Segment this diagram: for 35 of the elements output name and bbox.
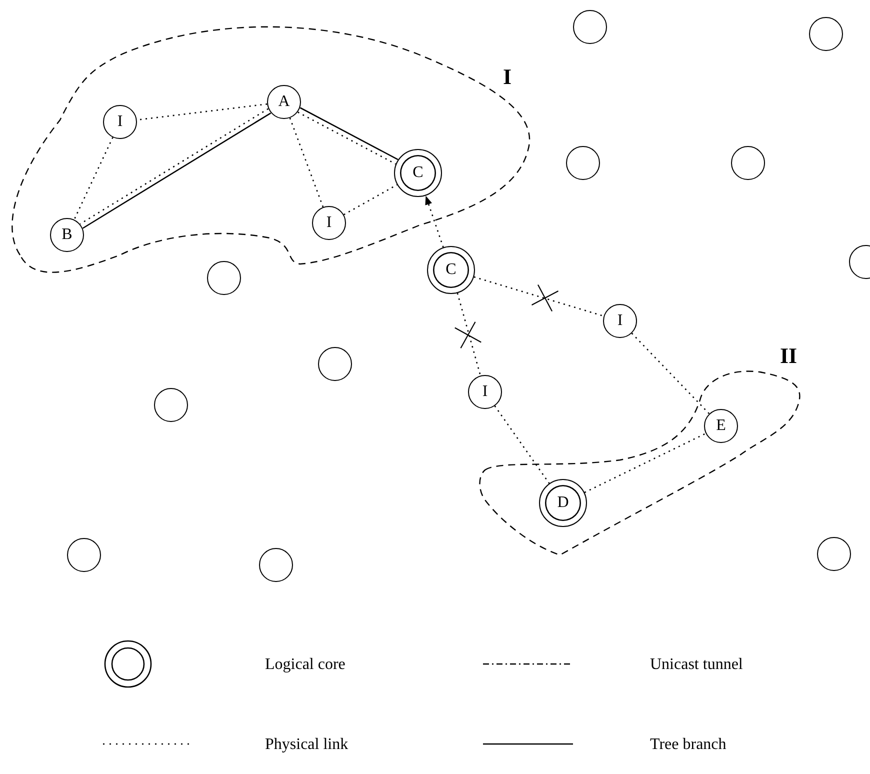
connector-line [289, 118, 324, 208]
connector-line [456, 292, 482, 376]
node-circle [573, 10, 607, 44]
node-circle [259, 548, 293, 582]
node-circle [817, 537, 851, 571]
core-node-circle: D [539, 479, 587, 527]
connector-line [74, 137, 114, 220]
node-circle: I [103, 105, 137, 139]
legend-text: Unicast tunnel [650, 656, 743, 674]
connector-line [494, 406, 550, 484]
node-circle: A [267, 85, 301, 119]
legend-text: Logical core [265, 656, 346, 674]
legend-text: Physical link [265, 736, 348, 754]
node-circle [318, 347, 352, 381]
node-circle [731, 146, 765, 180]
connector-line [584, 432, 706, 494]
core-node-circle: C [427, 246, 475, 294]
connector-line [631, 332, 710, 414]
node-circle: I [312, 206, 346, 240]
node-circle: I [603, 304, 637, 338]
node-circle: E [704, 409, 738, 443]
arrow [425, 196, 444, 248]
node-circle [207, 261, 241, 295]
core-node-circle: C [394, 149, 442, 197]
node-circle [809, 17, 843, 51]
region-label: I [503, 66, 512, 88]
legend-text: Tree branch [650, 736, 726, 754]
node-circle [67, 538, 101, 572]
region-label: II [780, 345, 798, 367]
node-circle: B [50, 218, 84, 252]
node-circle [566, 146, 600, 180]
connector-line [344, 184, 398, 216]
node-circle: I [468, 375, 502, 409]
connector-line [474, 276, 604, 317]
node-circle [154, 388, 188, 422]
